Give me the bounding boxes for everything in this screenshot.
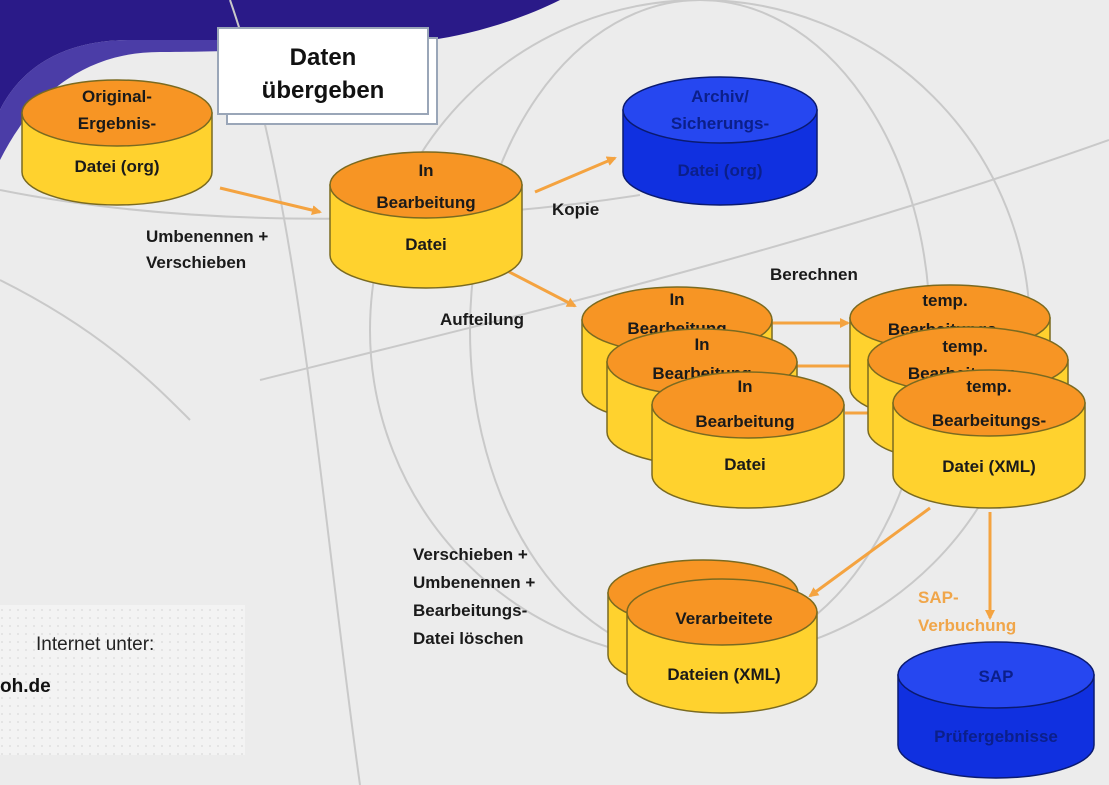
main-line-1: In [418, 161, 433, 180]
original-line-3: Datei (org) [75, 157, 160, 176]
sap-line-1: SAP [979, 667, 1014, 686]
cylinder-in-bearbeitung-main: In Bearbeitung Datei [329, 151, 523, 289]
main-line-2: Bearbeitung [376, 193, 475, 212]
cylinder-verarbeitete: Verarbeitete Dateien (XML) [607, 559, 818, 714]
note-url: oh.de [0, 676, 51, 697]
cylinder-sap: SAP Prüfergebnisse [897, 641, 1095, 779]
cylinder-original: Original- Ergebnis- Datei (org) [21, 79, 213, 206]
split-front-line-3: Datei [724, 455, 766, 474]
note-box [0, 605, 245, 755]
label-verschieben-2: Umbenennen + [413, 573, 535, 592]
cylinder-split-front: In Bearbeitung Datei [651, 371, 845, 509]
archiv-line-2: Sicherungs- [671, 114, 769, 133]
split-front-line-1: In [737, 377, 752, 396]
original-line-1: Original- [82, 87, 152, 106]
label-verschieben-1: Verschieben + [413, 545, 528, 564]
arrow-original-to-bearbeitung [219, 186, 322, 215]
label-berechnen: Berechnen [770, 265, 858, 284]
label-verschieben-3: Bearbeitungs- [413, 601, 527, 620]
original-line-2: Ergebnis- [78, 114, 156, 133]
temp-front-line-3: Datei (XML) [942, 457, 1036, 476]
verarbeitete-line-1: Verarbeitete [675, 609, 772, 628]
temp-front-line-2: Bearbeitungs- [932, 411, 1046, 430]
arrow-kopie [534, 156, 617, 194]
cylinder-archiv: Archiv/ Sicherungs- Datei (org) [622, 76, 818, 206]
verarbeitete-line-2: Dateien (XML) [667, 665, 780, 684]
label-umbenennen-1: Umbenennen + [146, 227, 268, 246]
title-box: Daten übergeben [217, 27, 438, 125]
temp-back-line-1: temp. [922, 291, 967, 310]
main-line-3: Datei [405, 235, 447, 254]
note-line-1: Internet unter: [36, 634, 154, 655]
split-front-line-2: Bearbeitung [695, 412, 794, 431]
archiv-line-1: Archiv/ [691, 87, 749, 106]
sap-line-2: Prüfergebnisse [934, 727, 1058, 746]
label-kopie: Kopie [552, 200, 599, 219]
label-aufteilung: Aufteilung [440, 310, 524, 329]
temp-mid-line-1: temp. [942, 337, 987, 356]
label-sap-verbuchung-1: SAP- [918, 588, 959, 607]
title-line-1: Daten [290, 44, 357, 71]
label-verschieben-4: Datei löschen [413, 629, 524, 648]
title-line-2: übergeben [262, 77, 385, 104]
cylinder-temp-front: temp. Bearbeitungs- Datei (XML) [892, 369, 1086, 509]
label-umbenennen-2: Verschieben [146, 253, 246, 272]
temp-front-line-1: temp. [966, 377, 1011, 396]
arrow-to-verarbeitete [808, 506, 931, 598]
archiv-line-3: Datei (org) [678, 161, 763, 180]
split-mid-line-1: In [694, 335, 709, 354]
split-back-line-1: In [669, 290, 684, 309]
label-sap-verbuchung-2: Verbuchung [918, 616, 1016, 635]
